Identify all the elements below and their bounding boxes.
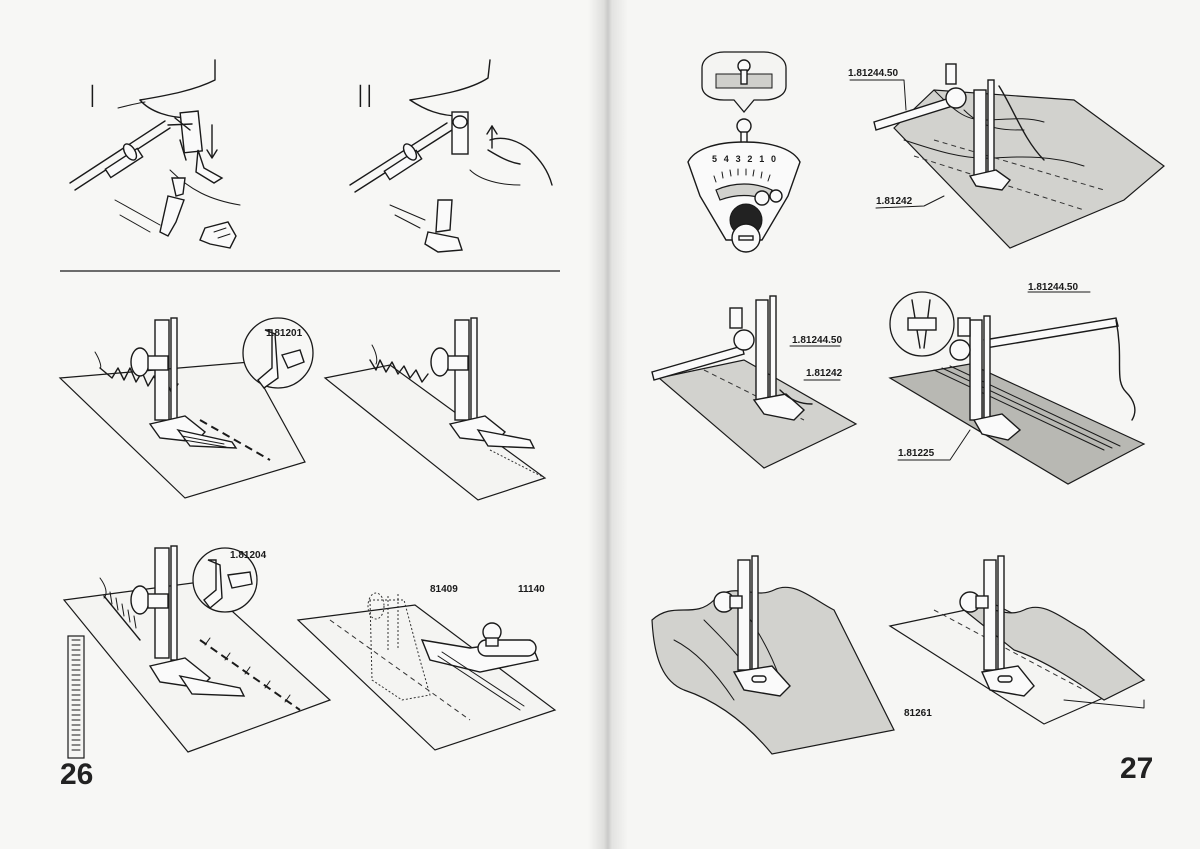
part-number-edge-guide: 11140 <box>518 584 545 595</box>
dial-number: 3 <box>735 154 741 164</box>
figure-ruffler-right <box>888 555 1146 725</box>
figure-cording <box>888 291 1146 485</box>
left-page-illustrations <box>58 59 560 759</box>
buttonhole-sample <box>67 635 85 759</box>
dial-number: 0 <box>770 154 776 164</box>
dial-scale: 5 4 3 2 1 0 <box>712 154 776 164</box>
part-number-quilting-foot-mid: 1.81242 <box>806 368 843 379</box>
stitch-foot-inset <box>192 547 258 613</box>
part-number-zigzag-foot: 1.81201 <box>266 328 303 339</box>
part-number-edge-guide-foot: 81409 <box>430 584 458 595</box>
figure-edge-stitch <box>323 317 547 501</box>
figure-label-two: II <box>356 80 374 115</box>
figure-one-foot-change <box>69 59 241 249</box>
dial-number: 5 <box>712 154 718 164</box>
right-page-illustrations <box>651 51 1165 755</box>
part-number-quilting-foot-top: 1.81242 <box>876 196 913 207</box>
figure-ruffler-left <box>651 555 895 755</box>
left-page: I II 1.81201 1.81204 81409 11140 26 <box>0 0 604 849</box>
part-number-cording-foot: 1.81225 <box>898 448 935 459</box>
figure-two-foot-change <box>349 59 553 253</box>
right-page: 1.81244.50 1.81242 1.81244.50 1.81242 1.… <box>604 0 1200 849</box>
part-number-ruffler-foot: 81261 <box>904 708 932 719</box>
part-number-quilting-guide-top: 1.81244.50 <box>848 68 899 79</box>
figure-edge-guide <box>296 592 557 751</box>
figure-quilting-middle <box>651 295 858 469</box>
part-number-cording-guide: 1.81244.50 <box>1028 282 1079 293</box>
part-number-stitch-foot: 1.81204 <box>230 550 267 561</box>
stitch-length-dial <box>687 51 801 253</box>
figure-zigzag-stitch <box>58 317 306 499</box>
figure-buttonhole-stitch <box>62 545 332 753</box>
part-number-quilting-guide-mid: 1.81244.50 <box>792 335 843 346</box>
page-number-left: 26 <box>60 758 94 791</box>
dial-number: 4 <box>723 154 729 164</box>
page-number-right: 27 <box>1120 752 1154 785</box>
dial-number: 2 <box>747 154 753 164</box>
figure-quilting-top <box>873 63 1165 249</box>
dial-number: 1 <box>759 154 765 164</box>
figure-label-one: I <box>88 80 97 115</box>
zigzag-foot-inset <box>242 317 314 389</box>
